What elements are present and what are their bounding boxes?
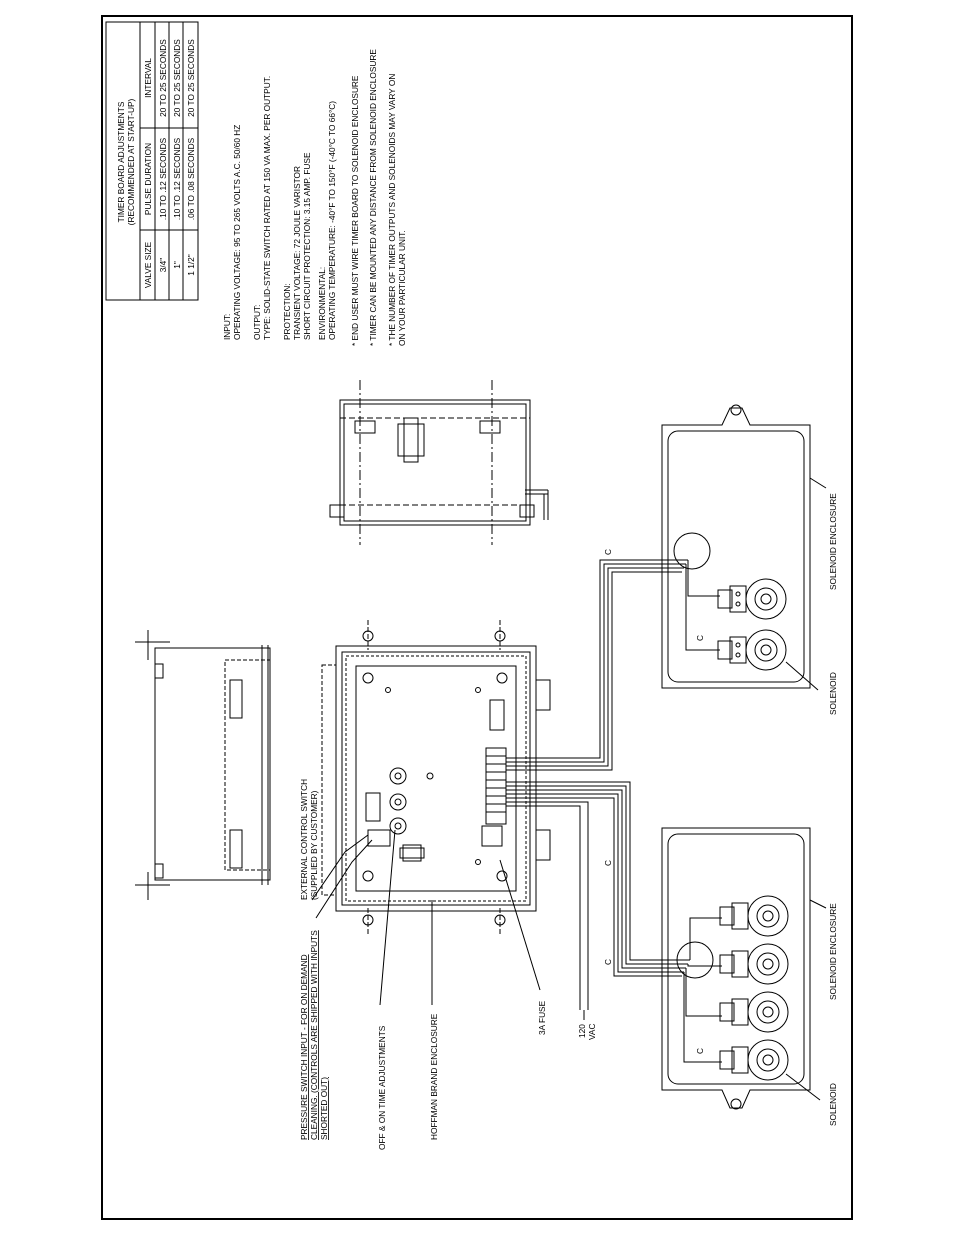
note-2: * TIMER CAN BE MOUNTED ANY DISTANCE FROM… bbox=[368, 49, 378, 346]
solenoid-enclosure-bottom bbox=[661, 827, 827, 1110]
label-external-2: (SUPPLIED BY CUSTOMER) bbox=[309, 790, 319, 900]
table-title-2: (RECOMMENDED AT START-UP) bbox=[126, 98, 136, 225]
label-solenoid-enclosure-bottom: SOLENOID ENCLOSURE bbox=[828, 903, 838, 1000]
label-fuse: 3A FUSE bbox=[537, 1000, 547, 1035]
solenoid-valve-bottom-1 bbox=[719, 895, 789, 937]
row3-interval: 20 TO 25 SECONDS bbox=[186, 39, 196, 117]
wiring bbox=[506, 559, 722, 1063]
spec-output-line: TYPE: SOLID-STATE SWITCH RATED AT 150 VA… bbox=[262, 76, 272, 340]
table-title-1: TIMER BOARD ADJUSTMENTS bbox=[116, 101, 126, 222]
table-header-interval: INTERVAL bbox=[143, 58, 153, 98]
table-header-valve: VALVE SIZE bbox=[143, 241, 153, 288]
front-view-enclosure bbox=[321, 620, 551, 935]
row1-pulse: .10 TO .12 SECONDS bbox=[158, 137, 168, 220]
label-wire-c-2: C bbox=[603, 860, 613, 866]
label-solenoid-enclosure-top: SOLENOID ENCLOSURE bbox=[828, 493, 838, 590]
timer-table bbox=[105, 21, 199, 301]
table-header-pulse: PULSE DURATION bbox=[143, 143, 153, 215]
spec-environmental-heading: ENVIRONMENTAL: bbox=[317, 267, 327, 340]
label-pressure-3: SHORTED OUT) bbox=[319, 1077, 329, 1140]
label-pressure-1: PRESSURE SWITCH INPUT - FOR ON DEMAND bbox=[299, 954, 309, 1140]
side-view-enclosure bbox=[329, 380, 549, 545]
spec-input-line: OPERATING VOLTAGE: 95 TO 265 VOLTS A.C. … bbox=[232, 125, 242, 340]
row2-pulse: .10 TO .12 SECONDS bbox=[172, 137, 182, 220]
row2-interval: 20 TO 25 SECONDS bbox=[172, 39, 182, 117]
row3-pulse: .06 TO .08 SECONDS bbox=[186, 137, 196, 220]
note-3-line2: ON YOUR PARTICULAR UNIT. bbox=[397, 230, 407, 346]
solenoid-valve-bottom-2 bbox=[719, 943, 789, 985]
solenoid-valve-bottom-3 bbox=[719, 991, 789, 1033]
row1-valve: 3/4" bbox=[158, 258, 168, 273]
spec-output-heading: OUTPUT: bbox=[252, 305, 262, 341]
label-hoffman: HOFFMAN BRAND ENCLOSURE bbox=[429, 1013, 439, 1140]
solenoid-valve-bottom-4 bbox=[719, 1039, 789, 1081]
row2-valve: 1" bbox=[172, 261, 182, 269]
solenoid-valve-top-2 bbox=[717, 629, 787, 671]
note-3-line1: * THE NUMBER OF TIMER OUTPUTS AND SOLENO… bbox=[387, 74, 397, 346]
label-vac-2: VAC bbox=[587, 1024, 597, 1040]
label-vac-1: 120 bbox=[577, 1024, 587, 1038]
label-wire-c-5: C bbox=[695, 1048, 705, 1054]
sheet-border bbox=[101, 15, 853, 1220]
note-1: * END USER MUST WIRE TIMER BOARD TO SOLE… bbox=[350, 75, 360, 346]
leader-lines bbox=[311, 829, 585, 1020]
spec-environmental-line: OPERATING TEMPERATURE: -40°F TO 150°F (-… bbox=[327, 101, 337, 340]
spec-protection-heading: PROTECTION: bbox=[282, 283, 292, 340]
label-off-on: OFF & ON TIME ADJUSTMENTS bbox=[377, 1025, 387, 1150]
label-wire-c-4: C bbox=[695, 635, 705, 641]
label-wire-c-1: C bbox=[603, 549, 613, 555]
spec-protection-line2: SHORT CIRCUIT PROTECTION: 3.15 AMP. FUSE bbox=[302, 152, 312, 340]
label-solenoid-top: SOLENOID bbox=[828, 672, 838, 715]
spec-input-heading: INPUT: bbox=[222, 314, 232, 340]
solenoid-valve-top-1 bbox=[717, 578, 787, 620]
label-solenoid-bottom: SOLENOID bbox=[828, 1083, 838, 1126]
spec-protection-line1: TRANSIENT VOLTAGE: 72 JOULE VARISTOR bbox=[292, 166, 302, 340]
solenoid-enclosure-top bbox=[661, 404, 827, 691]
label-pressure-2: CLEANING. (CONTROLS ARE SHIPPED WITH INP… bbox=[309, 930, 319, 1140]
row3-valve: 1 1/2" bbox=[186, 254, 196, 275]
label-external-1: EXTERNAL CONTROL SWITCH bbox=[299, 779, 309, 900]
label-wire-c-3: C bbox=[603, 959, 613, 965]
row1-interval: 20 TO 25 SECONDS bbox=[158, 39, 168, 117]
top-view-enclosure bbox=[135, 630, 271, 900]
